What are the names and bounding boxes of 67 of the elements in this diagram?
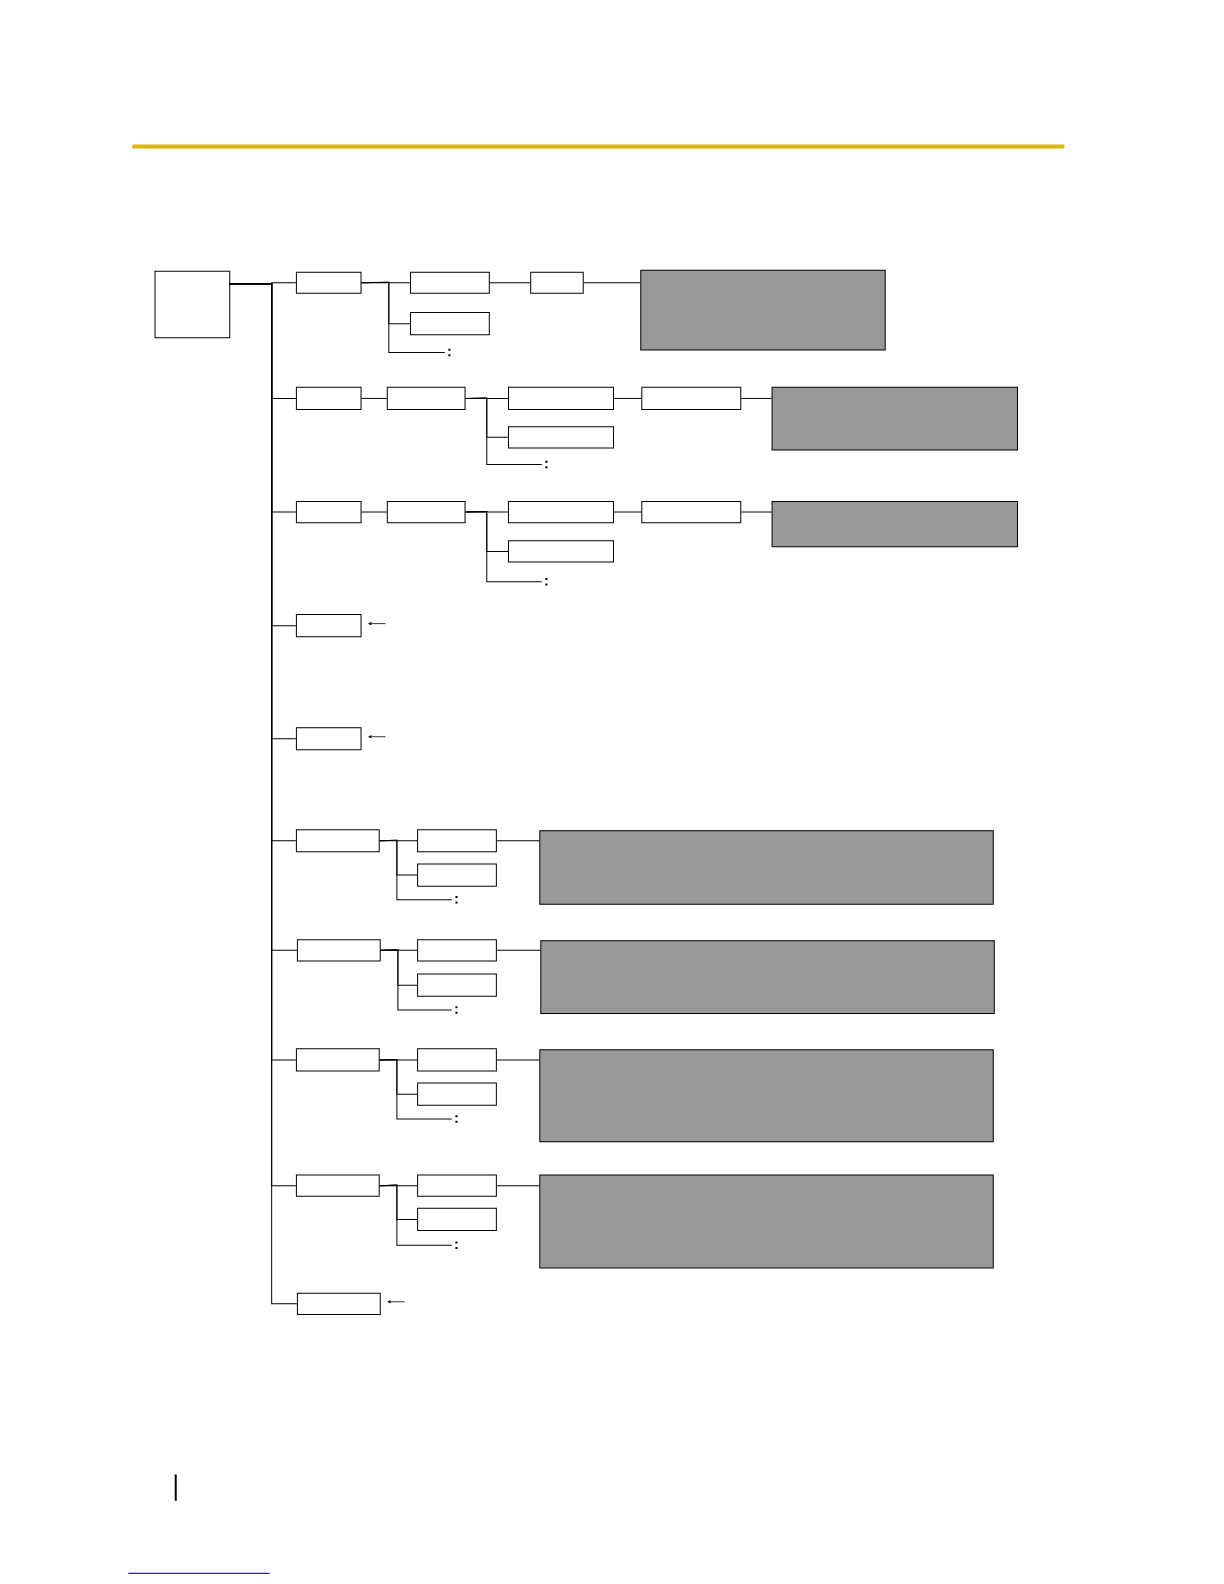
- connector-line: [361, 397, 388, 399]
- ellipsis-text: :: [455, 1241, 458, 1249]
- shaded-panel: [771, 386, 1018, 451]
- connector-line: [583, 282, 641, 284]
- outline-box: [508, 500, 614, 524]
- outline-box: [641, 500, 742, 524]
- connector-line: [740, 397, 773, 399]
- connector-line: [740, 511, 773, 513]
- connector-line: [465, 511, 543, 583]
- outline-box: [386, 386, 466, 410]
- outline-box: [417, 973, 497, 997]
- connector-line: [380, 949, 453, 1011]
- outline-box: [295, 727, 362, 751]
- outline-box: [417, 939, 497, 962]
- ellipsis-text: :: [455, 896, 458, 904]
- shaded-panel: [539, 1049, 994, 1143]
- outline-box: [295, 1048, 380, 1072]
- shaded-panel: [640, 269, 886, 351]
- arrow: [368, 622, 386, 626]
- connector-line: [613, 511, 642, 513]
- outline-box: [295, 829, 380, 853]
- connector-line: [613, 397, 642, 399]
- connector-line: [496, 840, 540, 842]
- outline-box: [296, 939, 381, 962]
- ellipsis-text: :: [455, 1006, 458, 1014]
- outline-box: [508, 386, 614, 410]
- outline-box: [295, 1174, 380, 1197]
- outline-box: [417, 1082, 497, 1106]
- connector-line: [361, 511, 388, 513]
- connector-line: [379, 839, 453, 901]
- outline-box: [508, 426, 614, 449]
- outline-box: [417, 1174, 497, 1197]
- outline-box: [417, 1048, 497, 1072]
- shaded-panel: [540, 940, 995, 1014]
- arrow: [387, 1300, 406, 1304]
- outline-box: [295, 614, 362, 638]
- connector-line: [496, 1059, 540, 1061]
- outline-box: [508, 540, 614, 563]
- outline-box: [296, 1292, 381, 1315]
- outline-box: [410, 271, 490, 294]
- outline-box: [386, 500, 466, 524]
- connector-line: [496, 949, 541, 951]
- ellipsis-text: :: [545, 460, 548, 469]
- connector-line: [361, 281, 446, 353]
- outline-box: [295, 500, 362, 524]
- connector-line: [379, 1184, 453, 1246]
- shaded-panel: [539, 830, 994, 905]
- shaded-panel: [539, 1174, 994, 1269]
- connector-line: [379, 1058, 453, 1120]
- connector-line: [379, 1059, 418, 1061]
- outline-box: [410, 312, 490, 336]
- connector-line: [489, 282, 531, 284]
- outline-box: [417, 863, 497, 887]
- outline-box: [295, 271, 362, 294]
- connector-line: [465, 397, 543, 466]
- outline-box: [530, 271, 584, 294]
- ellipsis-text: :: [545, 577, 548, 586]
- connector-line: [496, 1185, 540, 1187]
- outline-box: [417, 1207, 497, 1232]
- shaded-panel: [771, 500, 1018, 548]
- outline-box: [154, 270, 231, 339]
- arrow: [368, 735, 386, 739]
- ellipsis-text: :: [448, 348, 451, 357]
- ellipsis-text: :: [455, 1115, 458, 1123]
- outline-box: [641, 386, 742, 410]
- outline-box: [417, 829, 497, 853]
- outline-box: [295, 386, 362, 410]
